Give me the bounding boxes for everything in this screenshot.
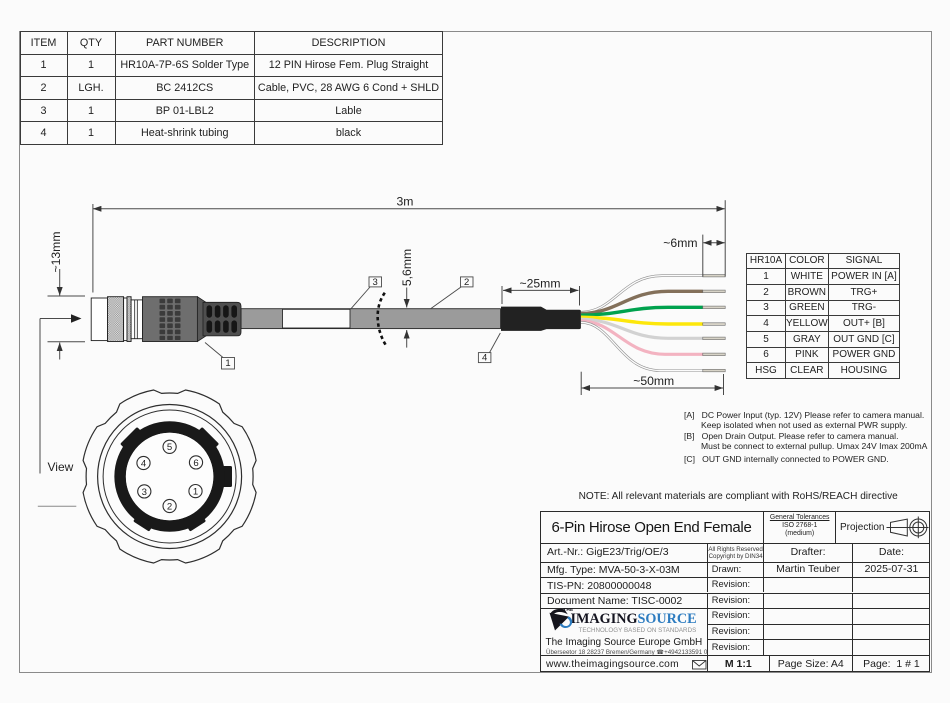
svg-text:5: 5 [167, 442, 172, 453]
svg-text:3: 3 [142, 487, 147, 498]
svg-text:2: 2 [464, 277, 469, 288]
svg-text:~13mm: ~13mm [49, 232, 63, 273]
svg-text:3: 3 [373, 277, 378, 288]
svg-text:2: 2 [167, 501, 172, 512]
svg-text:1: 1 [193, 487, 198, 498]
svg-text:6: 6 [193, 458, 198, 469]
svg-text:View: View [48, 460, 74, 474]
svg-text:~25mm: ~25mm [520, 276, 561, 290]
svg-text:5,6mm: 5,6mm [400, 249, 414, 286]
svg-text:~50mm: ~50mm [633, 374, 674, 388]
svg-text:4: 4 [482, 353, 487, 364]
svg-text:4: 4 [141, 458, 147, 469]
svg-text:3m: 3m [397, 195, 414, 209]
svg-text:1: 1 [225, 358, 230, 369]
svg-text:~6mm: ~6mm [663, 236, 697, 250]
